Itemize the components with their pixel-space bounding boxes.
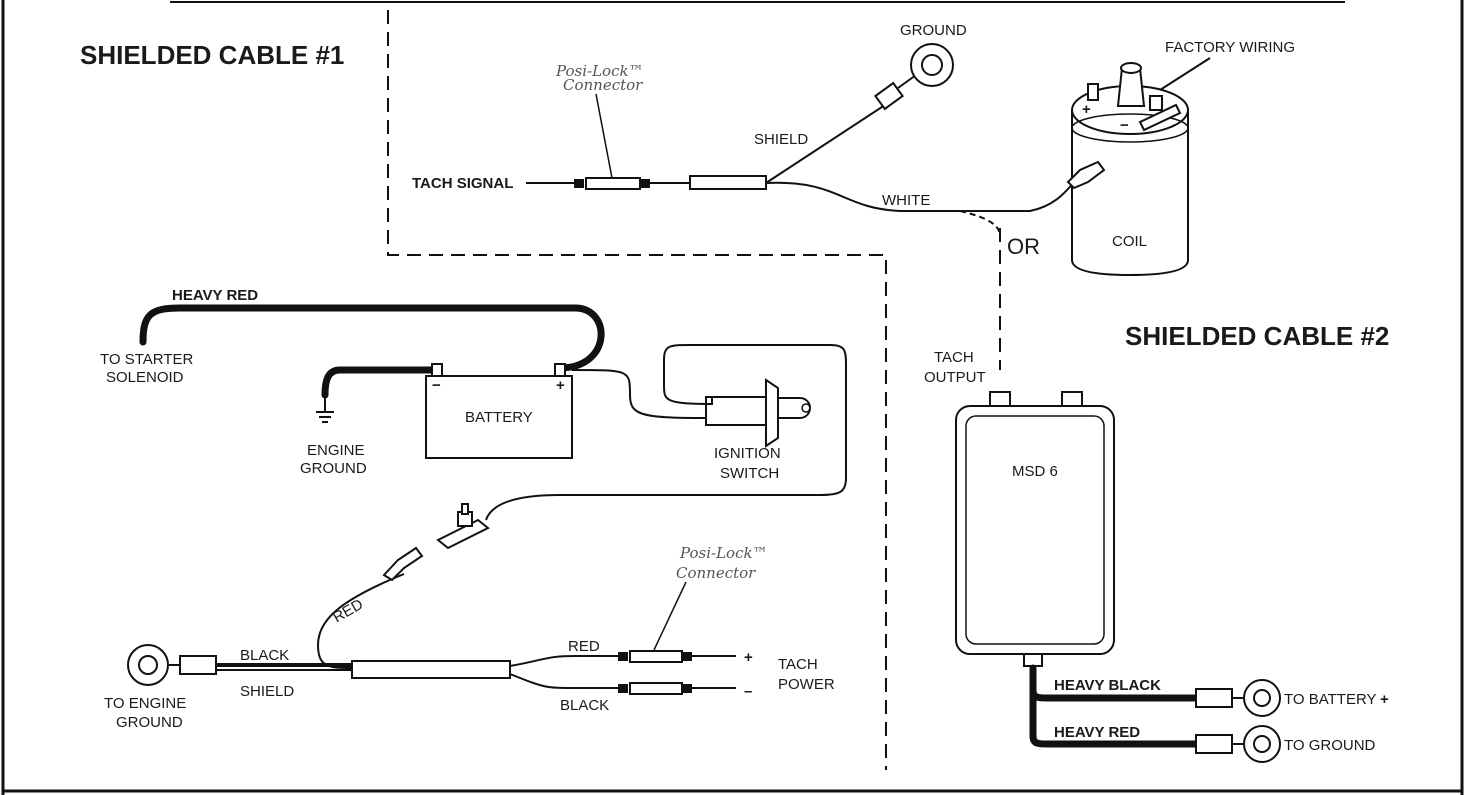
posi-lock-label-top-2: Connector	[563, 76, 643, 94]
engine-ground-label-1: ENGINE	[307, 442, 365, 459]
factory-wiring-label: FACTORY WIRING	[1165, 39, 1295, 56]
shield-label: SHIELD	[754, 131, 808, 148]
posi-lock-connector-red	[618, 650, 692, 663]
heavy-black-label: HEAVY BLACK	[1054, 677, 1161, 694]
tach-signal-harness: TACH SIGNAL Posi-Lock™ Connector SHIELD …	[412, 22, 1079, 259]
battery-minus: −	[432, 377, 441, 394]
posi-lock-label-bottom-1: Posi-Lock™	[679, 544, 768, 562]
tach-output-label-2: OUTPUT	[924, 369, 986, 386]
to-starter-label-2: SOLENOID	[106, 369, 184, 386]
coil-plus: +	[1082, 101, 1091, 118]
posi-lock-connector-black	[618, 682, 692, 695]
battery-harness: HEAVY RED TO STARTER SOLENOID ENGINE GRO…	[100, 287, 605, 477]
posi-lock-connector-top	[574, 177, 650, 190]
shielded-cable-1-title: SHIELDED CABLE #1	[80, 40, 344, 70]
red-label-diag: RED	[330, 596, 366, 627]
posi-lock-label-top-1: Posi-Lock™	[555, 62, 644, 80]
tach-power-label-2: POWER	[778, 676, 835, 693]
engine-ground-label-2: GROUND	[300, 460, 367, 477]
black-label: BLACK	[240, 647, 289, 664]
tach-power-label-1: TACH	[778, 656, 818, 673]
section-dividers	[387, 10, 1001, 770]
to-engine-ground-label-2: GROUND	[116, 714, 183, 731]
to-battery-plus: +	[1380, 691, 1389, 708]
heavy-red-label: HEAVY RED	[172, 287, 258, 304]
tach-signal-label: TACH SIGNAL	[412, 175, 513, 192]
shielded-cable-2-title: SHIELDED CABLE #2	[1125, 321, 1389, 351]
to-engine-ground-label-1: TO ENGINE	[104, 695, 186, 712]
ground-label: GROUND	[900, 22, 967, 39]
tach-power-plus: +	[744, 649, 753, 666]
tach-output-label-1: TACH	[934, 349, 974, 366]
shielded-sleeve-bottom	[351, 660, 511, 679]
battery: − + BATTERY	[425, 363, 573, 459]
black-label-bottom: BLACK	[560, 697, 609, 714]
white-label: WHITE	[882, 192, 930, 209]
posi-lock-label-bottom-2: Connector	[676, 564, 756, 582]
ground-ring-terminal	[910, 43, 954, 87]
ignition-switch: IGNITION SWITCH	[485, 344, 847, 521]
ignition-coil: COIL + − FACTORY WIRING	[1066, 39, 1295, 277]
coil-minus: −	[1120, 117, 1129, 134]
to-starter-label-1: TO STARTER	[100, 351, 194, 368]
ignition-switch-label-2: SWITCH	[720, 465, 779, 482]
or-label: OR	[1007, 234, 1040, 259]
ignition-switch-label-1: IGNITION	[714, 445, 781, 462]
shielded-sleeve-top	[689, 175, 767, 190]
coil-label: COIL	[1112, 233, 1147, 250]
msd6-box: TACH OUTPUT MSD 6 HEAVY BLACK HEAVY RED …	[924, 349, 1389, 763]
red-label-bottom: RED	[568, 638, 600, 655]
to-battery-label: TO BATTERY	[1284, 691, 1377, 708]
battery-plus: +	[556, 377, 565, 394]
terminal-stud	[436, 503, 490, 550]
battery-label: BATTERY	[465, 409, 533, 426]
tach-power-minus: –	[744, 683, 752, 700]
shield-label-2: SHIELD	[240, 683, 294, 700]
tach-power-harness: RED BLACK SHIELD TO ENGINE GROUND RED BL…	[104, 544, 835, 731]
msd6-label: MSD 6	[1012, 463, 1058, 480]
heavy-red-label-2: HEAVY RED	[1054, 724, 1140, 741]
to-ground-label: TO GROUND	[1284, 737, 1376, 754]
